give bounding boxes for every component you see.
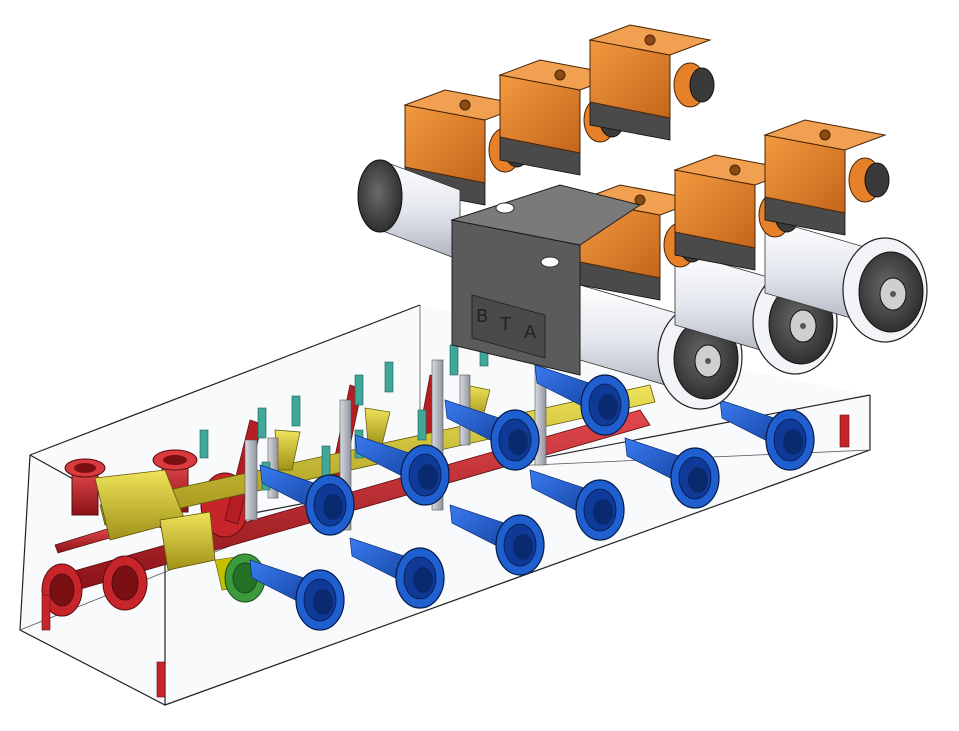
solenoid-coil (763, 119, 890, 236)
port-label-b: B (476, 306, 488, 327)
blue-port (349, 537, 445, 609)
blue-port (444, 399, 540, 471)
blue-ports (249, 364, 815, 631)
solenoid-tube (764, 217, 928, 343)
blue-port (534, 364, 630, 436)
valve-stack (357, 24, 928, 410)
blue-port (249, 559, 345, 631)
solenoid-coil (588, 24, 715, 141)
blue-port (624, 437, 720, 509)
blue-port (449, 504, 545, 576)
port-label-a: A (524, 322, 537, 343)
blue-port (719, 399, 815, 471)
rear-knob (357, 159, 461, 261)
valve-body-front: B T A (450, 184, 642, 376)
port-label-t: T (499, 314, 512, 335)
blue-port (529, 469, 625, 541)
blue-port (259, 464, 355, 536)
blue-port (354, 434, 450, 506)
